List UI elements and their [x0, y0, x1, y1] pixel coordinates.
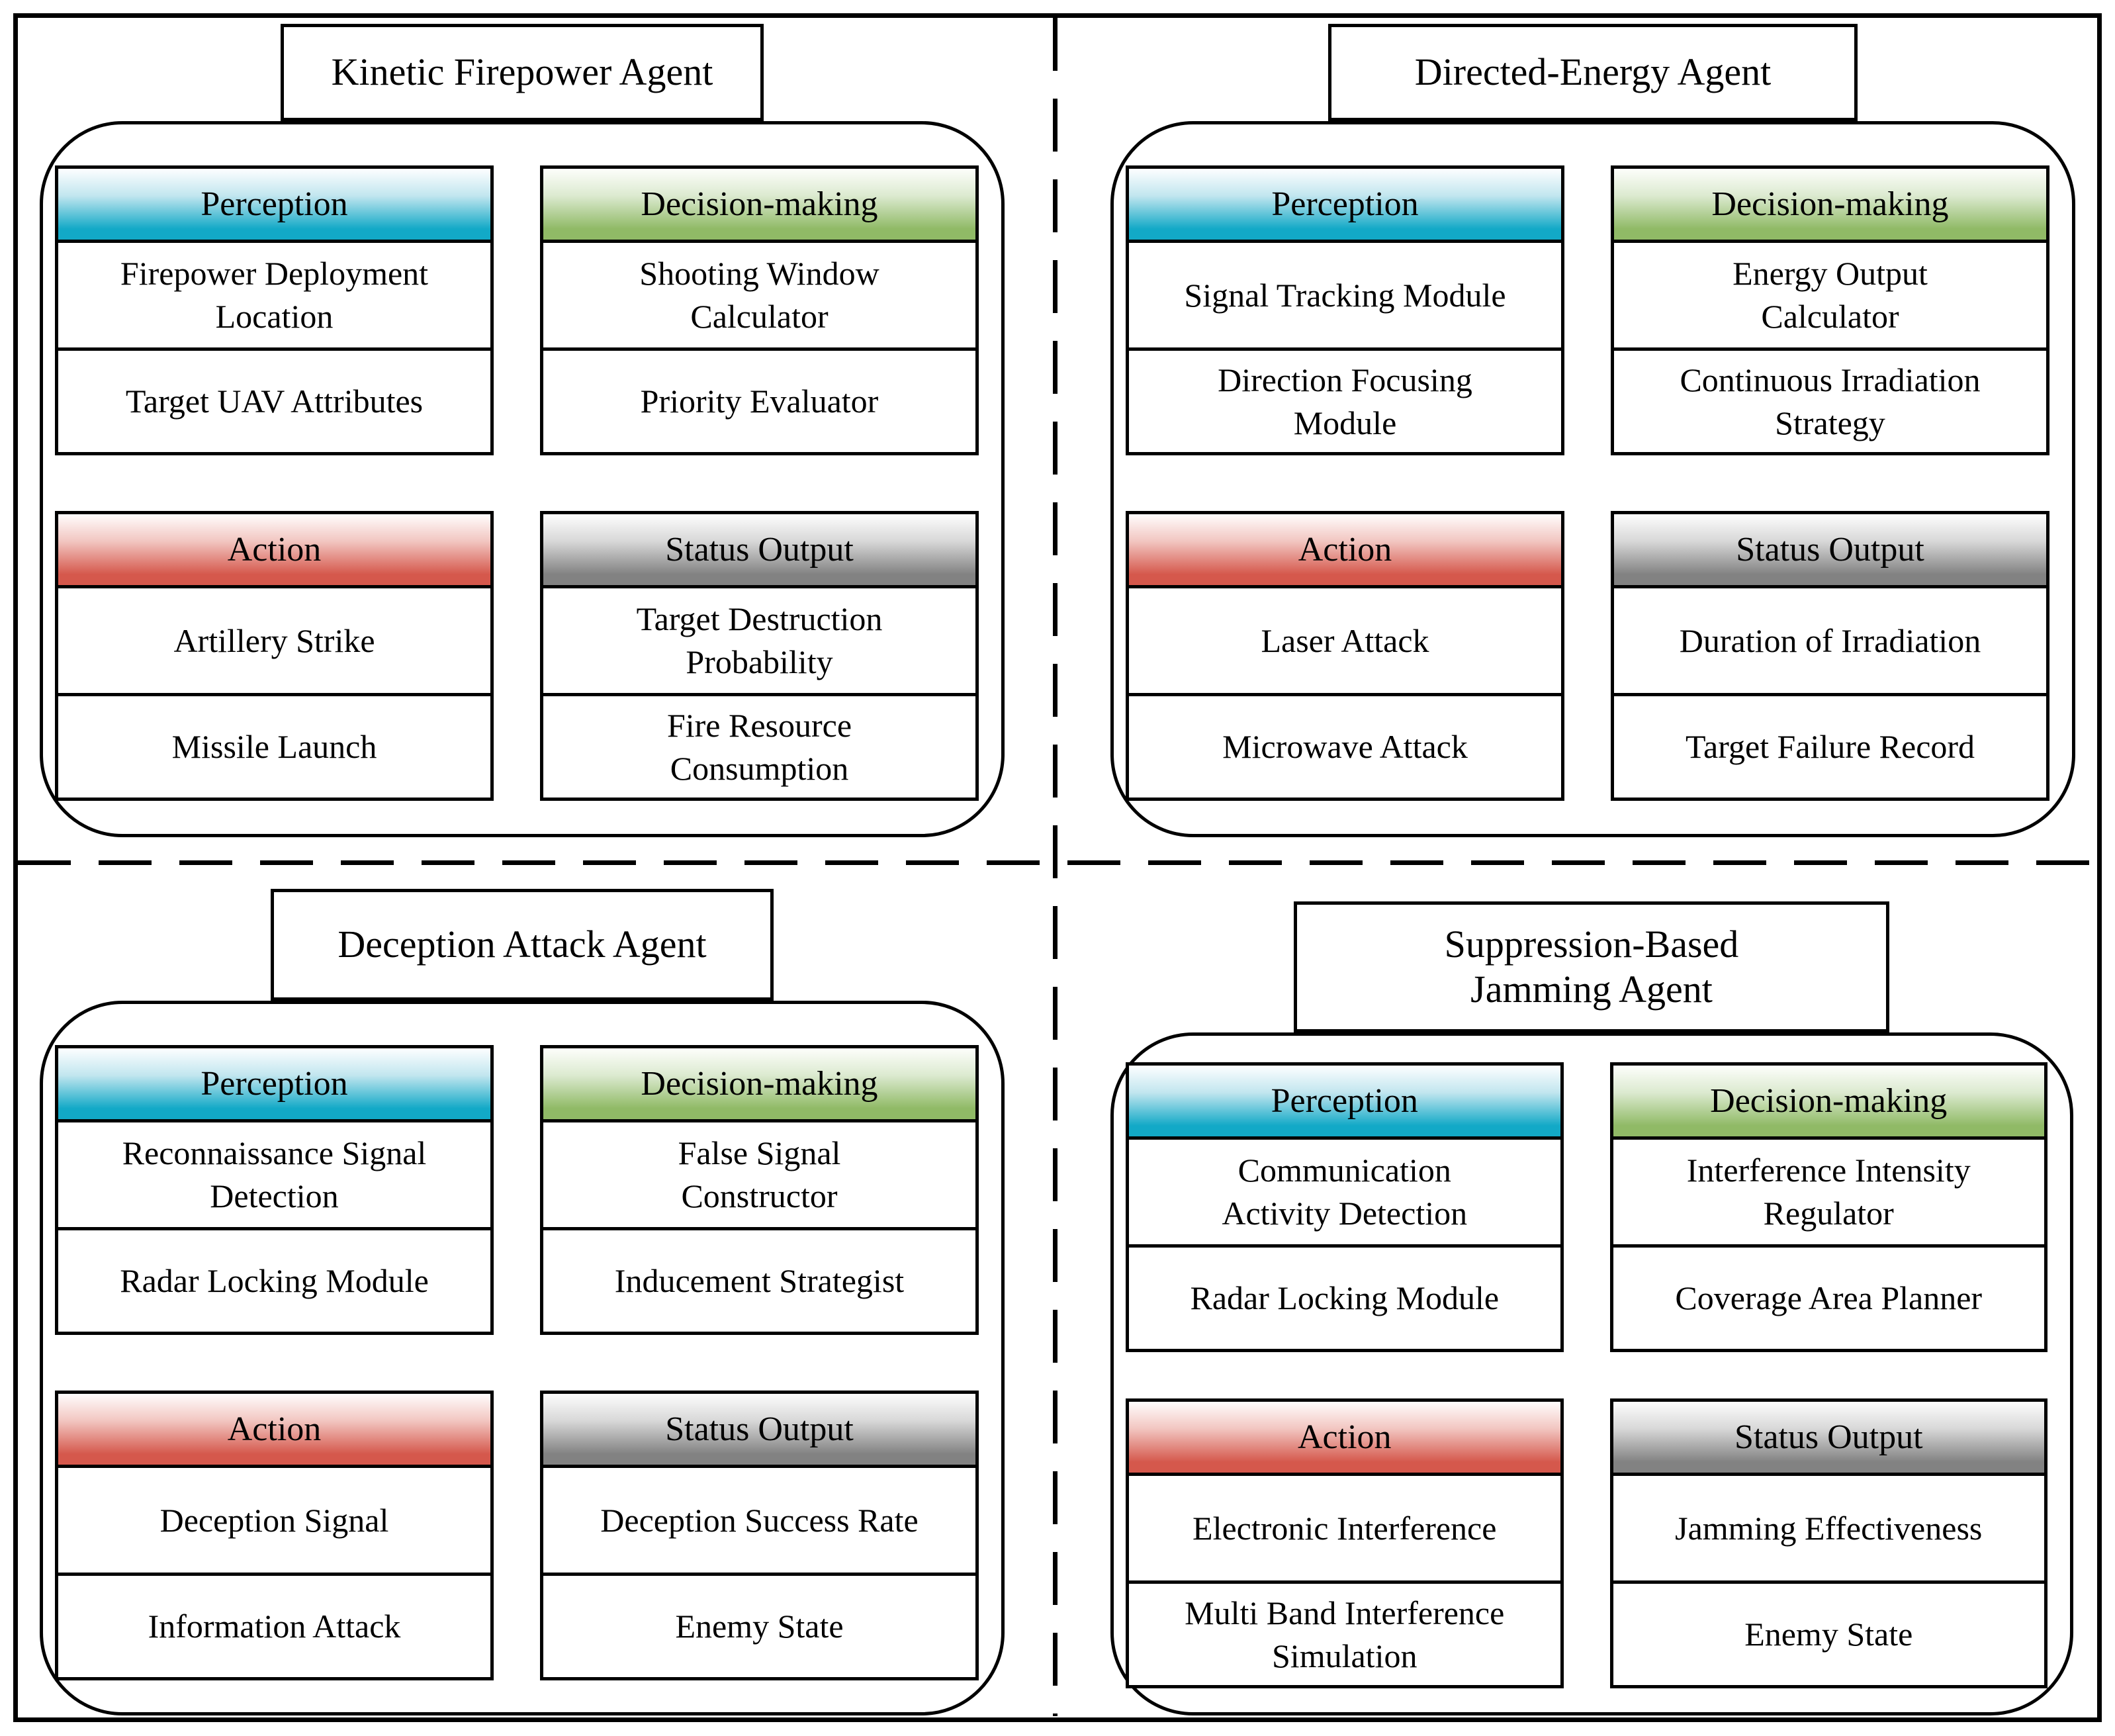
status-output-header: Status Output	[543, 514, 975, 588]
decision-making-header: Decision-making	[1613, 1066, 2044, 1140]
decision-making-block: Decision-making Shooting Window Calculat…	[540, 165, 979, 455]
perception-item-1: Signal Tracking Module	[1184, 276, 1506, 314]
perception-item-1: Reconnaissance Signal Detection	[122, 1134, 427, 1214]
horizontal-divider-dashed	[18, 860, 2097, 865]
action-header: Action	[1129, 514, 1561, 588]
agent-title-directed-energy: Directed-Energy Agent	[1328, 24, 1858, 121]
action-item-2: Multi Band Interference Simulation	[1129, 1580, 1560, 1685]
action-block: Action Deception Signal Information Atta…	[55, 1391, 494, 1680]
decision-making-block: Decision-making False Signal Constructor…	[540, 1045, 979, 1335]
action-item-1: Artillery Strike	[173, 621, 375, 659]
perception-item-2: Direction Focusing Module	[1129, 347, 1561, 452]
decision-making-item-1: Interference Intensity Regulator	[1686, 1152, 1971, 1232]
perception-block: Perception Communication Activity Detect…	[1126, 1062, 1564, 1352]
status-output-item-2: Target Failure Record	[1614, 693, 2046, 798]
status-output-item-1: Target Destruction Probability	[636, 600, 883, 680]
status-output-block: Status Output Deception Success Rate Ene…	[540, 1391, 979, 1680]
action-item-1: Deception Signal	[159, 1501, 389, 1539]
action-block: Action Artillery Strike Missile Launch	[55, 511, 494, 801]
agent-container-suppression-jamming: Perception Communication Activity Detect…	[1110, 1032, 2073, 1715]
decision-making-block: Decision-making Interference Intensity R…	[1609, 1062, 2048, 1352]
action-item-1: Laser Attack	[1261, 621, 1429, 659]
perception-item-2: Radar Locking Module	[1129, 1244, 1560, 1349]
status-output-item-1: Duration of Irradiation	[1679, 621, 1981, 659]
status-output-block: Status Output Jamming Effectiveness Enem…	[1609, 1398, 2048, 1688]
status-output-block: Status Output Duration of Irradiation Ta…	[1611, 511, 2049, 801]
perception-item-2: Radar Locking Module	[58, 1227, 490, 1332]
status-output-header: Status Output	[1614, 514, 2046, 588]
decision-making-item-1: Energy Output Calculator	[1732, 255, 1928, 335]
status-output-item-2: Enemy State	[543, 1573, 975, 1677]
perception-header: Perception	[58, 169, 490, 243]
status-output-header: Status Output	[1613, 1402, 2044, 1476]
agent-title-suppression-jamming: Suppression-Based Jamming Agent	[1294, 901, 1889, 1032]
agent-container-kinetic-firepower: Perception Firepower Deployment Location…	[40, 121, 1005, 837]
action-item-2: Microwave Attack	[1129, 693, 1561, 798]
action-header: Action	[1129, 1402, 1560, 1476]
diagram-border	[13, 13, 2102, 1722]
perception-header: Perception	[58, 1048, 490, 1122]
perception-item-1: Firepower Deployment Location	[120, 255, 429, 335]
perception-block: Perception Firepower Deployment Location…	[55, 165, 494, 455]
status-output-item-2: Enemy State	[1613, 1580, 2044, 1685]
decision-making-block: Decision-making Energy Output Calculator…	[1611, 165, 2049, 455]
action-header: Action	[58, 1394, 490, 1468]
perception-header: Perception	[1129, 1066, 1560, 1140]
decision-making-item-2: Priority Evaluator	[543, 347, 975, 452]
status-output-header: Status Output	[543, 1394, 975, 1468]
perception-header: Perception	[1129, 169, 1561, 243]
perception-item-1: Communication Activity Detection	[1222, 1152, 1468, 1232]
vertical-divider-dashed	[1053, 18, 1058, 1716]
decision-making-item-2: Continuous Irradiation Strategy	[1614, 347, 2046, 452]
perception-block: Perception Reconnaissance Signal Detecti…	[55, 1045, 494, 1335]
decision-making-header: Decision-making	[543, 169, 975, 243]
status-output-item-1: Jamming Effectiveness	[1675, 1509, 1983, 1547]
action-item-2: Missile Launch	[58, 693, 490, 798]
decision-making-header: Decision-making	[543, 1048, 975, 1122]
action-item-2: Information Attack	[58, 1573, 490, 1677]
decision-making-item-2: Inducement Strategist	[543, 1227, 975, 1332]
perception-item-2: Target UAV Attributes	[58, 347, 490, 452]
action-item-1: Electronic Interference	[1192, 1509, 1497, 1547]
status-output-item-1: Deception Success Rate	[600, 1501, 919, 1539]
decision-making-item-2: Coverage Area Planner	[1613, 1244, 2044, 1349]
status-output-block: Status Output Target Destruction Probabi…	[540, 511, 979, 801]
action-block: Action Laser Attack Microwave Attack	[1126, 511, 1564, 801]
agent-title-kinetic-firepower: Kinetic Firepower Agent	[281, 24, 764, 121]
decision-making-header: Decision-making	[1614, 169, 2046, 243]
status-output-item-2: Fire Resource Consumption	[543, 693, 975, 798]
action-block: Action Electronic Interference Multi Ban…	[1126, 1398, 1564, 1688]
agent-title-deception-attack: Deception Attack Agent	[271, 889, 774, 1001]
decision-making-item-1: Shooting Window Calculator	[639, 255, 879, 335]
action-header: Action	[58, 514, 490, 588]
agent-container-deception-attack: Perception Reconnaissance Signal Detecti…	[40, 1001, 1005, 1715]
perception-block: Perception Signal Tracking Module Direct…	[1126, 165, 1564, 455]
agent-container-directed-energy: Perception Signal Tracking Module Direct…	[1110, 121, 2075, 837]
decision-making-item-1: False Signal Constructor	[678, 1134, 841, 1214]
